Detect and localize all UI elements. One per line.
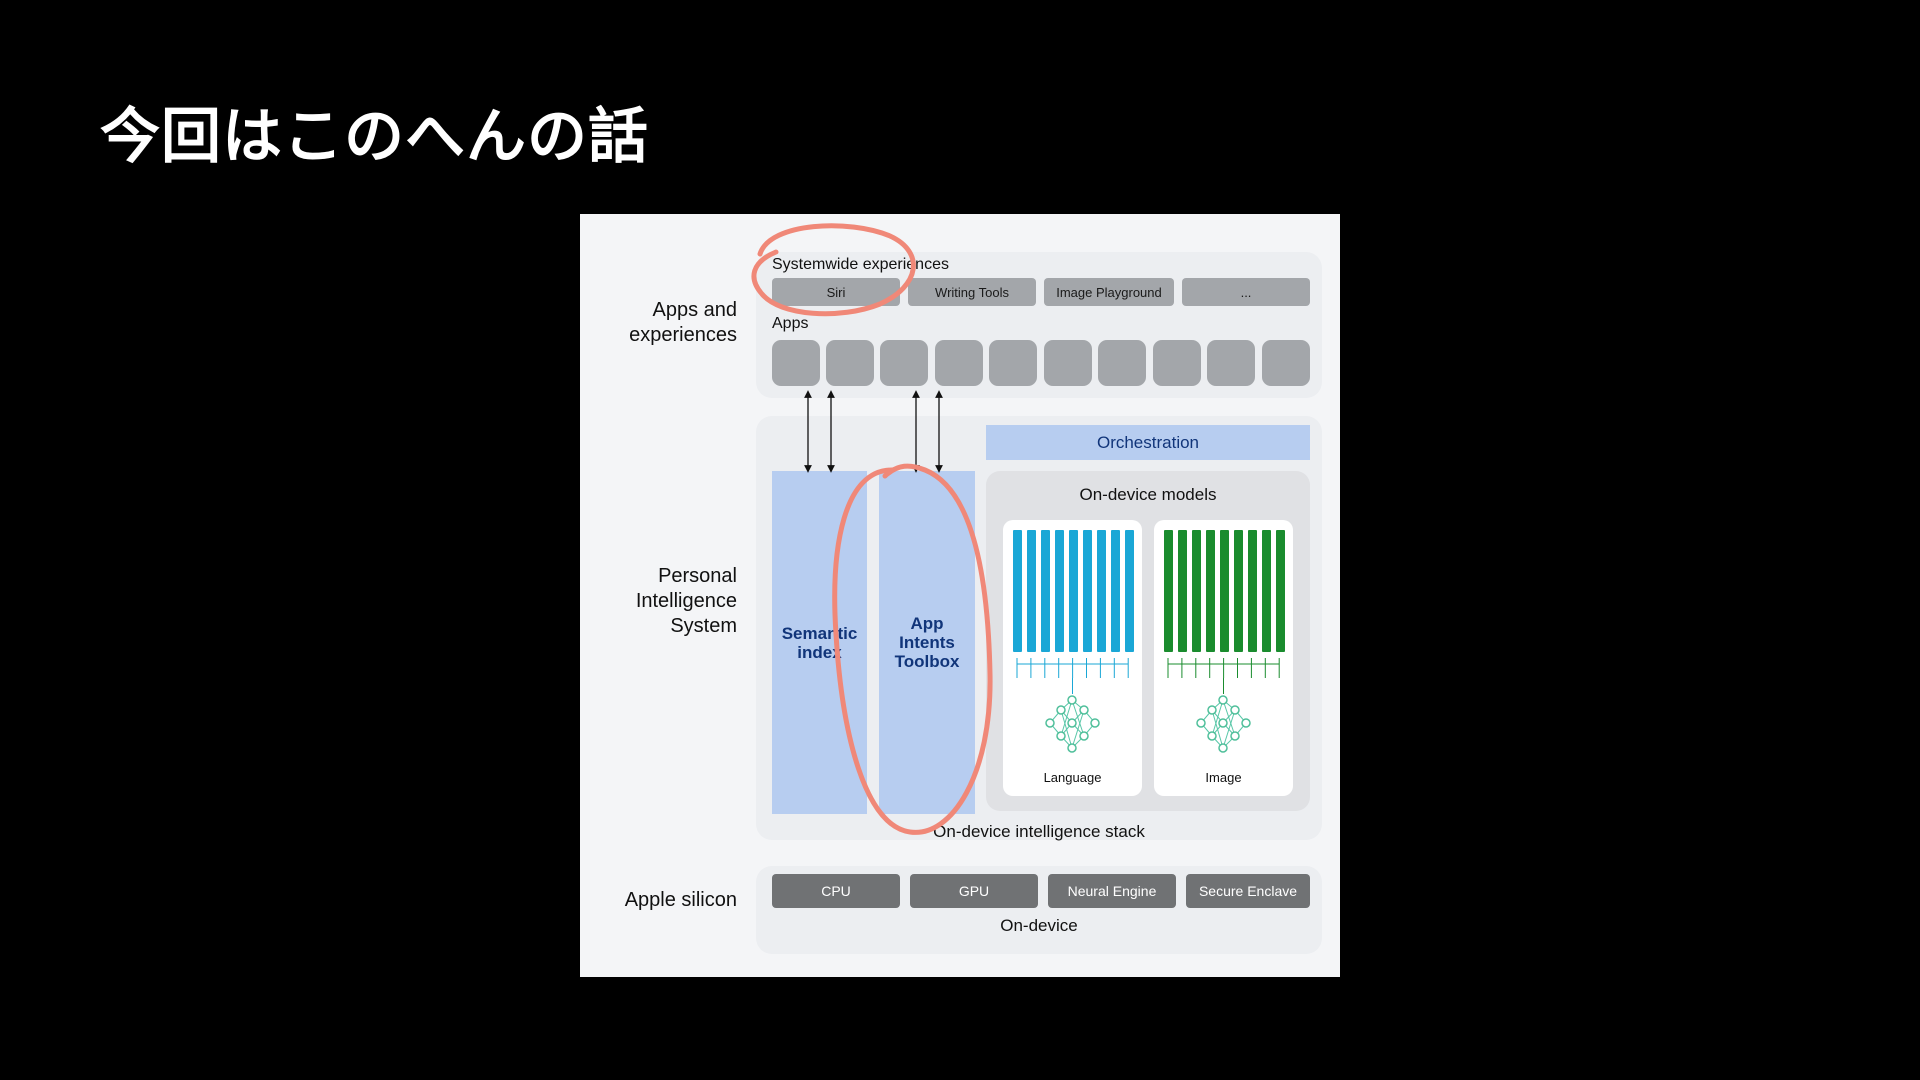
row-label-apps: Apps and experiences [629,299,737,346]
model-bar [1262,530,1271,652]
model-bar [1220,530,1229,652]
writing-tools-pill: Writing Tools [908,278,1036,306]
secure-enclave-pill: Secure Enclave [1186,874,1310,908]
image-model-card: Image [1154,520,1293,796]
model-bar [1206,530,1215,652]
model-bar [1013,530,1022,652]
app-icon [1044,340,1092,386]
model-bar [1041,530,1050,652]
connection-arrows [804,390,943,473]
app-icon [1262,340,1310,386]
model-bar [1125,530,1134,652]
siri-pill: Siri [772,278,900,306]
app-icon [1098,340,1146,386]
stack-caption: On-device intelligence stack [933,822,1145,841]
apps-label: Apps [772,315,809,332]
model-bar [1083,530,1092,652]
model-bar [1234,530,1243,652]
row-label-personal-intelligence: Personal Intelligence System [635,565,737,637]
cpu-pill: CPU [772,874,900,908]
app-icon [826,340,874,386]
app-icon [1153,340,1201,386]
model-bar [1027,530,1036,652]
on-device-caption: On-device [1000,916,1078,935]
row-label-apple-silicon: Apple silicon [624,889,737,911]
semantic-index-column: Semantic index [772,471,867,814]
model-bar [1248,530,1257,652]
app-intents-toolbox-column: App Intents Toolbox [879,471,975,814]
language-model-card: Language [1003,520,1142,796]
on-device-models-title: On-device models [1079,485,1217,504]
app-icon [935,340,983,386]
model-bar [1097,530,1106,652]
model-bar [1055,530,1064,652]
systemwide-experiences-label: Systemwide experiences [772,256,949,273]
model-bar [1276,530,1285,652]
orchestration-bar: Orchestration [986,425,1310,460]
app-icon [772,340,820,386]
image-model-label: Image [1205,770,1242,785]
app-intents-highlight-circle [832,463,993,835]
gpu-pill: GPU [910,874,1038,908]
model-bar [1192,530,1201,652]
architecture-diagram: Apps and experiences Personal Intelligen… [580,214,1340,977]
model-bar [1111,530,1120,652]
model-bar [1069,530,1078,652]
app-icon [989,340,1037,386]
neural-engine-pill: Neural Engine [1048,874,1176,908]
language-network-icon [1016,658,1129,753]
image-network-icon [1167,658,1280,753]
model-bar [1164,530,1173,652]
more-experiences-pill: ... [1182,278,1310,306]
siri-highlight-circle [751,223,916,317]
language-model-label: Language [1043,770,1102,785]
model-bar [1178,530,1187,652]
app-icon [1207,340,1255,386]
highlight-annotations [751,223,993,835]
image-playground-pill: Image Playground [1044,278,1174,306]
app-icon [880,340,928,386]
slide-title: 今回はこのへんの話 [100,102,649,172]
